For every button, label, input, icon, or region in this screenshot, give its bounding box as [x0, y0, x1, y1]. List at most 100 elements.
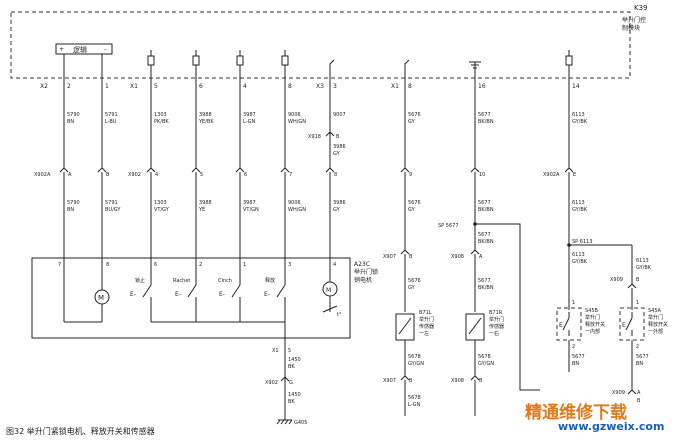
svg-text:9: 9 — [409, 172, 412, 178]
svg-text:L-GN: L-GN — [243, 119, 256, 125]
k39-module-id: K39 — [634, 4, 648, 12]
svg-text:6: 6 — [154, 262, 157, 268]
svg-text:G405: G405 — [294, 420, 307, 426]
pullup-resistors — [147, 50, 573, 80]
svg-text:5677: 5677 — [478, 232, 491, 238]
latch-assembly-outline — [31, 257, 351, 339]
svg-text:B: B — [636, 277, 640, 283]
module-input-symbol — [404, 59, 410, 80]
svg-text:+: + — [59, 46, 64, 53]
svg-text:B: B — [479, 378, 483, 384]
svg-text:1: 1 — [636, 300, 639, 306]
svg-text:2: 2 — [636, 344, 639, 350]
svg-text:B: B — [409, 378, 413, 384]
svg-text:B: B — [637, 398, 641, 404]
x918-connector: X918 B 3986 GY — [308, 131, 346, 157]
svg-text:一内部: 一内部 — [585, 328, 600, 335]
svg-text:5790: 5790 — [67, 200, 80, 206]
svg-text:举升门: 举升门 — [489, 316, 504, 323]
switch-s45b: 1 E S45B 举升门 释放开关 一内部 2 5677 BN — [556, 300, 605, 372]
svg-text:GY/GN: GY/GN — [478, 361, 494, 367]
svg-text:SP 6113: SP 6113 — [572, 239, 593, 245]
connector-x2: X2 — [40, 83, 48, 90]
svg-text:3986: 3986 — [333, 200, 346, 206]
svg-text:BN: BN — [67, 119, 74, 125]
svg-text:GY/BK: GY/BK — [572, 119, 588, 125]
connector-x1-right: X1 — [391, 83, 399, 90]
svg-text:BN: BN — [67, 207, 74, 213]
svg-text:4: 4 — [243, 83, 247, 90]
latch-ground: X1 5 1450 BK X902 G 1450 BK G405 — [265, 338, 307, 426]
svg-text:E-: E- — [175, 291, 181, 298]
svg-text:X918: X918 — [308, 134, 321, 140]
svg-text:传感器: 传感器 — [489, 323, 504, 330]
svg-text:GY: GY — [333, 151, 341, 157]
latch-motor: M — [63, 258, 110, 323]
module-ground-symbol — [469, 61, 481, 80]
svg-text:A: A — [68, 172, 72, 178]
connector-x1-top: X1 — [130, 83, 138, 90]
svg-text:GY/BK: GY/BK — [636, 265, 652, 271]
svg-text:3986: 3986 — [333, 144, 346, 150]
svg-text:A: A — [637, 390, 641, 396]
svg-text:1450: 1450 — [288, 357, 301, 363]
svg-text:BK/BN: BK/BN — [478, 285, 494, 291]
svg-text:9007: 9007 — [333, 112, 346, 118]
svg-text:5676: 5676 — [408, 200, 421, 206]
svg-text:6: 6 — [199, 83, 203, 90]
svg-text:5678: 5678 — [408, 395, 421, 401]
svg-text:1: 1 — [572, 300, 575, 306]
svg-text:5676: 5676 — [408, 112, 421, 118]
svg-text:16: 16 — [478, 83, 486, 90]
svg-text:8: 8 — [408, 83, 412, 90]
svg-text:VT/GY: VT/GY — [154, 207, 170, 213]
svg-text:GY: GY — [408, 285, 416, 291]
svg-text:5677: 5677 — [478, 200, 491, 206]
svg-text:举升门: 举升门 — [585, 314, 600, 321]
splice-5677: SP 5677 5677 BK/BN — [438, 222, 540, 391]
svg-text:L-BU: L-BU — [105, 119, 117, 125]
svg-text:14: 14 — [572, 83, 580, 90]
svg-text:4: 4 — [155, 172, 158, 178]
svg-text:BK: BK — [288, 399, 295, 405]
svg-text:6113: 6113 — [572, 252, 585, 258]
svg-text:3: 3 — [333, 83, 337, 90]
sensor-b71l: X907 B 5676 GY B71L 举升门 传感器 一左 5678 GY/G… — [383, 249, 434, 416]
svg-text:1: 1 — [243, 262, 246, 268]
k39-module-name-line2: 制模块 — [622, 24, 640, 32]
svg-text:释放开关: 释放开关 — [648, 321, 668, 328]
svg-text:M: M — [98, 294, 104, 302]
svg-text:BN: BN — [636, 361, 643, 367]
svg-text:传感器: 传感器 — [419, 323, 434, 330]
svg-text:X902: X902 — [128, 172, 141, 178]
svg-text:一外部: 一外部 — [648, 328, 663, 335]
watermark-url: www.gzweix.com — [558, 420, 665, 433]
svg-text:6113: 6113 — [572, 112, 585, 118]
logic-label: 逻辑 — [73, 45, 87, 54]
latch-name-line2: 销电机 — [354, 276, 372, 284]
svg-text:3988: 3988 — [199, 200, 212, 206]
svg-text:2: 2 — [572, 344, 575, 350]
svg-text:GY/BK: GY/BK — [572, 207, 588, 213]
svg-text:BN: BN — [572, 361, 579, 367]
svg-text:E: E — [559, 322, 563, 329]
svg-text:BK: BK — [288, 364, 295, 370]
k39-module-outline — [10, 11, 631, 79]
lower-wires — [63, 172, 570, 258]
svg-text:t°: t° — [337, 312, 342, 318]
svg-text:X902A: X902A — [543, 172, 560, 178]
svg-text:X907: X907 — [383, 378, 396, 384]
svg-text:X902: X902 — [265, 380, 278, 386]
svg-text:WH/GN: WH/GN — [288, 119, 306, 125]
svg-text:7: 7 — [58, 262, 61, 268]
svg-text:6113: 6113 — [572, 200, 585, 206]
svg-text:5790: 5790 — [67, 112, 80, 118]
svg-text:一右: 一右 — [489, 330, 499, 337]
svg-text:3988: 3988 — [199, 112, 212, 118]
top-pin-labels: 2 1 5 6 4 8 3 8 16 14 — [67, 83, 580, 90]
svg-text:1303: 1303 — [154, 200, 167, 206]
svg-text:BK/BN: BK/BN — [478, 119, 494, 125]
svg-text:一左: 一左 — [419, 330, 429, 337]
splice-6113: SP 6113 6113 GY/BK 6113 GY/BK X909 B — [567, 239, 652, 310]
